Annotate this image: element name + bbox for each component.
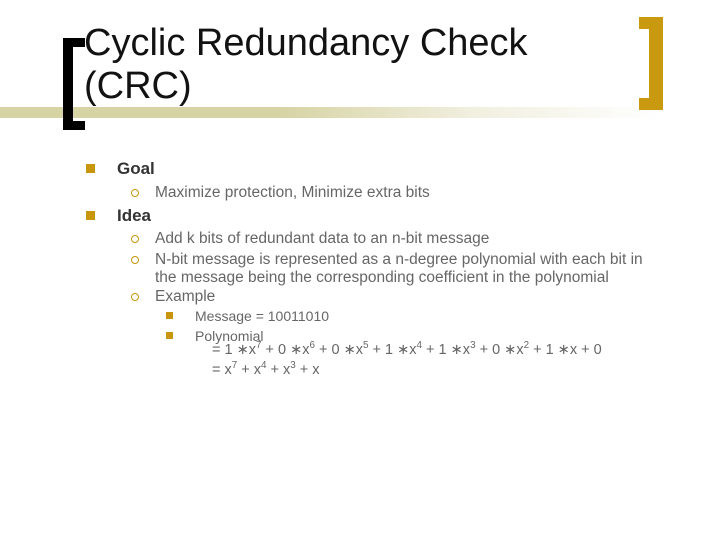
- bullet-text: Message = 10011010: [195, 308, 330, 324]
- bullet-text: Add k bits of redundant data to an n-bit…: [155, 230, 490, 247]
- square-bullet-icon: [86, 211, 95, 220]
- bullet-item-idea: Idea: [86, 206, 151, 226]
- circle-bullet-icon: [131, 293, 139, 301]
- bullet-item-nbit-message: N-bit message is represented as a n-degr…: [131, 251, 655, 287]
- circle-bullet-icon: [131, 235, 139, 243]
- circle-bullet-icon: [131, 189, 139, 197]
- bullet-text: Maximize protection, Minimize extra bits: [155, 184, 430, 201]
- bullet-text: Idea: [117, 206, 152, 225]
- bullet-item-add-k-bits: Add k bits of redundant data to an n-bit…: [131, 230, 489, 248]
- bullet-text: Polynomial: [195, 328, 264, 344]
- bullet-item-goal: Goal: [86, 159, 155, 179]
- left-bracket-icon: [63, 38, 85, 130]
- circle-bullet-icon: [131, 256, 139, 264]
- equation-text: = x7 + x4 + x3 + x: [212, 360, 320, 378]
- equation-line-2: = x7 + x4 + x3 + x: [212, 360, 320, 379]
- bullet-item-message-value: Message = 10011010: [166, 308, 329, 325]
- square-bullet-icon: [166, 312, 173, 319]
- equation-text: = 1 ∗x7 + 0 ∗x6 + 0 ∗x5 + 1 ∗x4 + 1 ∗x3 …: [212, 340, 602, 358]
- bullet-text: Goal: [117, 159, 155, 178]
- square-bullet-icon: [86, 164, 95, 173]
- title-accent-bar: [0, 107, 695, 118]
- bullet-item-maximize-protection: Maximize protection, Minimize extra bits: [131, 184, 430, 202]
- bullet-text: Example: [155, 288, 216, 305]
- bullet-text: N-bit message is represented as a n-degr…: [155, 251, 643, 286]
- right-bracket-icon: [639, 17, 663, 110]
- bullet-item-polynomial: Polynomial: [166, 328, 263, 345]
- equation-line-1: = 1 ∗x7 + 0 ∗x6 + 0 ∗x5 + 1 ∗x4 + 1 ∗x3 …: [212, 340, 602, 359]
- bullet-item-example: Example: [131, 288, 215, 306]
- slide-title: Cyclic Redundancy Check (CRC): [84, 22, 528, 107]
- square-bullet-icon: [166, 332, 173, 339]
